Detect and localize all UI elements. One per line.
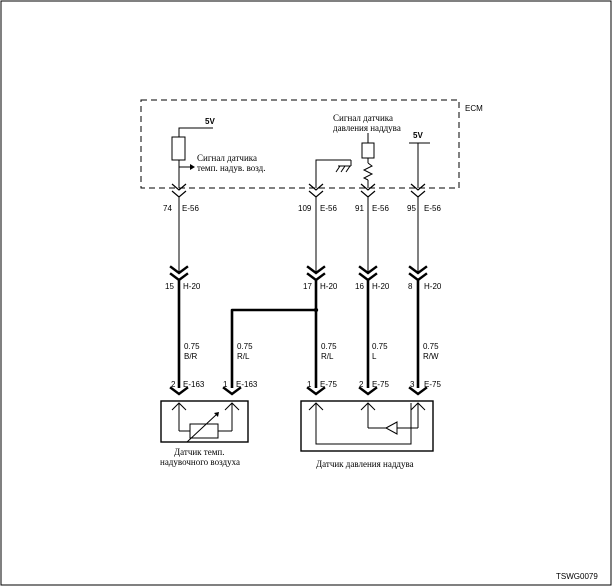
wire-gauge-1: 0.75 — [184, 342, 200, 351]
boost-sensor: Датчик давления наддува — [300, 400, 434, 469]
conn-3-e75: E-75 — [424, 380, 441, 389]
conn-91: E-56 — [372, 204, 389, 213]
pin-1-e75: 1 — [307, 380, 312, 389]
iat-signal-label-2: темп. надув. возд. — [197, 163, 266, 173]
iat-sensor: Датчик темп. надувочного воздуха — [160, 400, 249, 467]
ecm-pin-labels: 74 E-56 109 E-56 91 E-56 95 E-56 — [163, 204, 441, 213]
boost-resistor — [362, 162, 374, 181]
conn-74: E-56 — [182, 204, 199, 213]
figure-code: TSWG0079 — [556, 572, 598, 581]
supply-5v-left: 5V — [205, 117, 215, 126]
conn-109: E-56 — [320, 204, 337, 213]
pin-17: 17 — [303, 282, 312, 291]
iat-sensor-label-2: надувочного воздуха — [160, 457, 240, 467]
pin-74: 74 — [163, 204, 172, 213]
conn-95: E-56 — [424, 204, 441, 213]
wire-gauge-4: 0.75 — [372, 342, 388, 351]
conn-1-e75: E-75 — [320, 380, 337, 389]
conn-1-e163: E-163 — [236, 380, 258, 389]
ecm-label: ECM — [465, 104, 483, 113]
iat-thermistor — [189, 423, 219, 439]
ground-ecm-circuit — [315, 159, 352, 188]
boost-signal-buffer — [361, 142, 375, 159]
wire-labels: 0.75 B/R 0.75 R/L 0.75 R/L 0.75 L 0.75 R… — [184, 342, 439, 361]
pin-109: 109 — [298, 204, 312, 213]
boost-ecm-circuit: Сигнал датчика давления наддува — [333, 113, 401, 188]
conn-15: H-20 — [183, 282, 201, 291]
pin-16: 16 — [355, 282, 364, 291]
iat-ecm-circuit: 5V Сигнал датчика темп. надув. возд. — [171, 117, 266, 188]
ecm-boundary — [140, 99, 460, 189]
wires-upper — [178, 197, 419, 272]
wire-color-1: B/R — [184, 352, 198, 361]
connector-e56 — [171, 183, 426, 198]
boost-signal-label-1: Сигнал датчика — [333, 113, 393, 123]
sensor-connectors — [169, 386, 428, 396]
pin-8: 8 — [408, 282, 413, 291]
wire-gauge-5: 0.75 — [423, 342, 439, 351]
wire-color-3: R/L — [321, 352, 334, 361]
boost-signal-label-2: давления наддува — [333, 123, 401, 133]
supply-5v-right: 5V — [413, 131, 423, 140]
iat-signal-label-1: Сигнал датчика — [197, 153, 257, 163]
wires-lower — [177, 280, 420, 388]
wire-color-4: L — [372, 352, 377, 361]
wire-gauge-2: 0.75 — [237, 342, 253, 351]
pin-95: 95 — [407, 204, 416, 213]
pin-1-e163: 1 — [223, 380, 228, 389]
wire-color-5: R/W — [423, 352, 439, 361]
boost-sensor-label: Датчик давления наддува — [316, 459, 414, 469]
pin-2-e163: 2 — [171, 380, 176, 389]
conn-2-e75: E-75 — [372, 380, 389, 389]
pin-15: 15 — [165, 282, 174, 291]
sensor-pin-labels: 2 E-163 1 E-163 1 E-75 2 E-75 3 E-75 — [171, 380, 441, 389]
wire-gauge-3: 0.75 — [321, 342, 337, 351]
iat-sensor-label-1: Датчик темп. — [174, 447, 225, 457]
conn-8: H-20 — [424, 282, 442, 291]
conn-2-e163: E-163 — [183, 380, 205, 389]
conn-17: H-20 — [320, 282, 338, 291]
pin-91: 91 — [355, 204, 364, 213]
connector-h20 — [169, 265, 428, 282]
h20-pin-labels: 15 H-20 17 H-20 16 H-20 8 H-20 — [165, 282, 442, 291]
conn-16: H-20 — [372, 282, 390, 291]
pin-2-e75: 2 — [359, 380, 364, 389]
supply-ecm-circuit: 5V — [409, 131, 430, 188]
wire-color-2: R/L — [237, 352, 250, 361]
pullup-resistor-left — [171, 136, 186, 161]
pin-3-e75: 3 — [410, 380, 415, 389]
